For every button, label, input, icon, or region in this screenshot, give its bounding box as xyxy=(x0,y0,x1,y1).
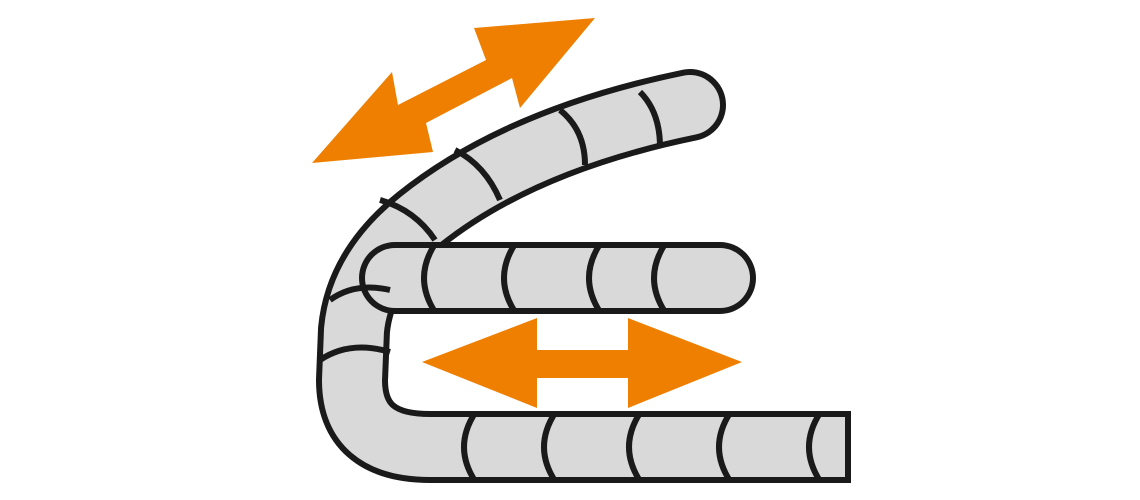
chain-link-separator xyxy=(379,197,438,242)
chain-link-separator xyxy=(501,242,518,314)
chain-link-separator xyxy=(626,411,643,483)
horizontal-double-arrow-icon xyxy=(422,318,742,408)
chain-link-separator xyxy=(453,147,503,202)
chain-link-separator xyxy=(318,344,391,363)
chain-link-separator xyxy=(586,242,603,314)
chain-link-separator xyxy=(421,242,438,314)
chain-link-separator xyxy=(637,89,663,148)
chain-link-separator xyxy=(651,242,668,314)
chain-link-separator xyxy=(558,107,588,166)
chain-link-separator xyxy=(328,284,391,303)
cable-chain xyxy=(316,69,850,483)
chain-link-separator xyxy=(716,411,733,483)
chain-link-separator xyxy=(806,411,823,483)
chain-link-separator xyxy=(461,411,478,483)
chain-link-separator xyxy=(541,411,558,483)
diagonal-double-arrow-icon xyxy=(312,18,595,163)
